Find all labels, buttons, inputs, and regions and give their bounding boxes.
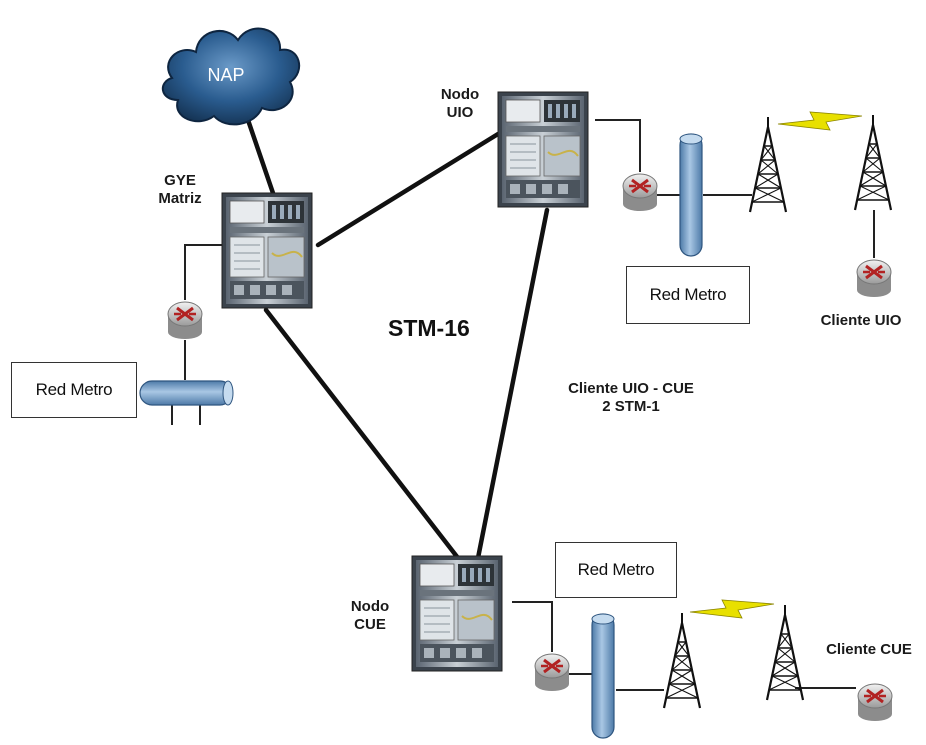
equipment-rack-icon xyxy=(221,192,313,309)
red-metro-uio-box: Red Metro xyxy=(626,266,750,324)
backbone-links xyxy=(245,117,550,561)
link-gye-cue xyxy=(263,307,461,561)
antenna-tower-icon xyxy=(765,603,805,702)
client-link-label: Cliente UIO - CUE 2 STM-1 xyxy=(568,380,694,415)
link-uio-router xyxy=(595,119,641,172)
red-metro-left-box: Red Metro xyxy=(11,362,137,418)
ring-label: STM-16 xyxy=(388,315,470,341)
pipe-icon xyxy=(591,613,615,739)
access-links xyxy=(171,119,875,691)
lightning-icon xyxy=(777,111,863,131)
antenna-tower-icon xyxy=(662,611,702,710)
cliente-uio-label: Cliente UIO xyxy=(820,312,902,329)
lightning-icon xyxy=(689,599,775,619)
router-icon xyxy=(621,172,659,213)
router-icon xyxy=(166,300,204,341)
link-gye-uio xyxy=(315,131,501,248)
equipment-rack-icon xyxy=(411,555,503,672)
antenna-tower-icon xyxy=(853,113,893,212)
cue-node-label: Nodo CUE xyxy=(350,598,390,633)
red-metro-cue-box: Red Metro xyxy=(555,542,677,598)
router-icon xyxy=(856,682,894,723)
pipe-icon xyxy=(139,380,234,406)
cloud-icon xyxy=(162,27,300,126)
cliente-cue-label: Cliente CUE xyxy=(826,641,912,658)
link-gye-router xyxy=(184,244,222,300)
uio-node-label: Nodo UIO xyxy=(440,86,480,121)
router-icon xyxy=(855,258,893,299)
gye-label: GYE Matriz xyxy=(158,172,202,207)
link-nap-gye xyxy=(245,117,277,199)
link-uio-cue xyxy=(475,207,550,561)
router-icon xyxy=(533,652,571,693)
nap-label: NAP xyxy=(207,65,245,85)
antenna-tower-icon xyxy=(748,115,788,214)
link-cue-router xyxy=(512,601,553,652)
equipment-rack-icon xyxy=(497,91,589,208)
pipe-icon xyxy=(679,133,703,257)
